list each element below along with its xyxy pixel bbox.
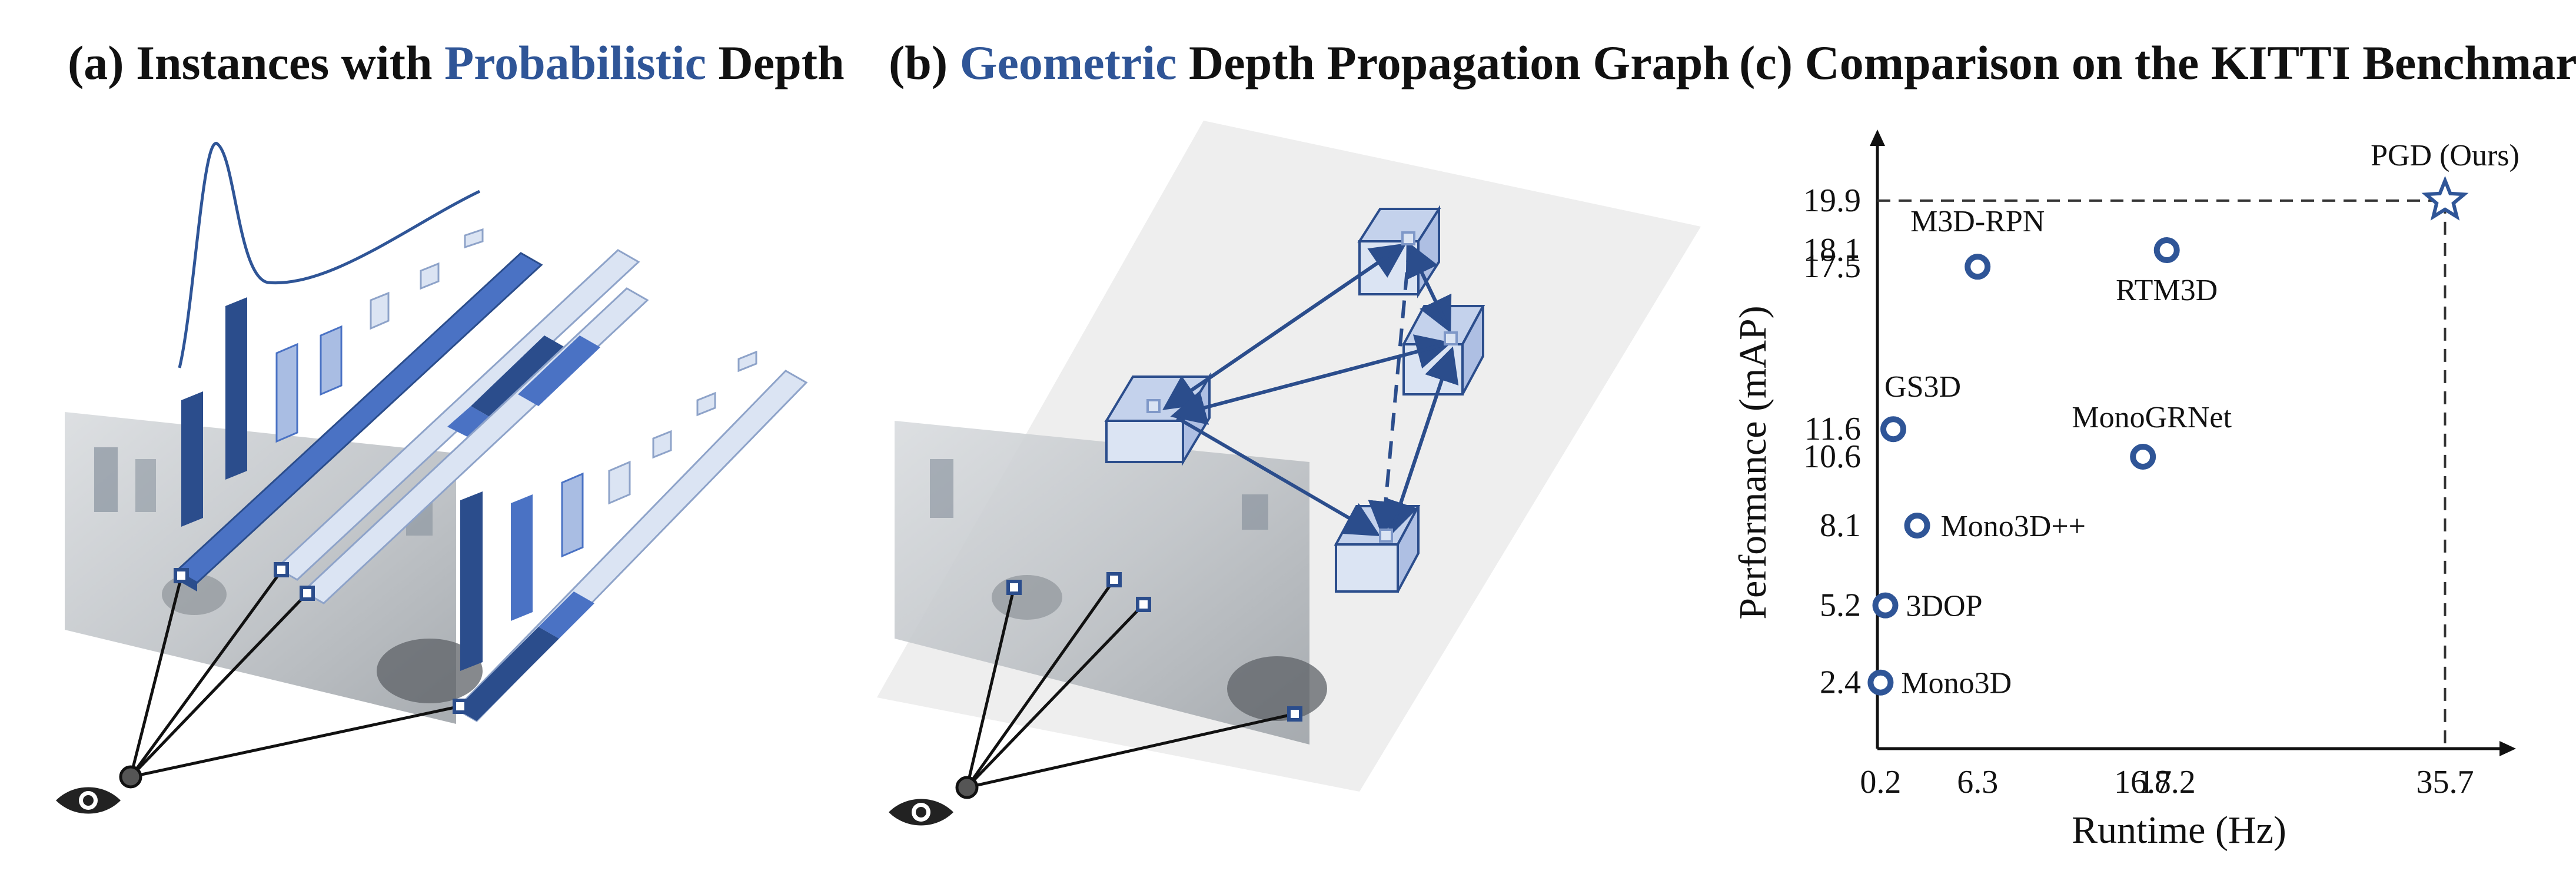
panel-b-diagram: [877, 121, 1701, 826]
camera-center-b: [955, 776, 979, 799]
data-point: [2153, 237, 2180, 264]
panel-b-title: (b) Geometric Depth Propagation Graph: [889, 35, 1730, 91]
panel-a-title-highlight: Probabilistic: [444, 36, 707, 89]
data-point: [1867, 669, 1894, 696]
building-window: [1242, 494, 1268, 530]
panel-a-title-suffix: Depth: [706, 36, 845, 89]
x-axis-label: Runtime (Hz): [2072, 809, 2286, 852]
y-axis-label: Performance (mAP): [1731, 305, 1774, 619]
car-shape-a: [377, 639, 483, 703]
panel-a-title-prefix: (a) Instances with: [68, 36, 445, 89]
keypoint-markers-b: [1006, 572, 1302, 722]
node-center-markers: [1146, 231, 1458, 543]
point-label: 3DOP: [1906, 590, 1983, 623]
depth-bin-row: [275, 249, 640, 581]
panel-b-title-prefix: (b): [889, 36, 960, 89]
keypoint-markers-a: [174, 562, 468, 714]
building-windows-a: [94, 447, 118, 512]
eye-icon: [56, 787, 121, 814]
graph-edges: [1162, 241, 1459, 537]
depth-bin-row: [454, 370, 808, 722]
probability-bars-instance-2: [460, 350, 757, 671]
depth-distribution-curve: [178, 142, 481, 368]
x-tick-label: 16.7: [2114, 764, 2172, 800]
point-label: GS3D: [1884, 370, 1961, 404]
x-tick-label: 0.2: [1860, 764, 1901, 800]
y-tick-label: 2.4: [1820, 664, 1861, 701]
camera-rays-a: [129, 570, 461, 779]
x-tick-label: 18.2: [2138, 764, 2196, 800]
y-tick-label: 19.9: [1803, 182, 1861, 219]
data-point: [1880, 416, 1907, 443]
data-point: [1965, 254, 1991, 280]
building-window: [930, 459, 953, 518]
x-axis-arrow: [2499, 741, 2516, 756]
panel-b-title-suffix: Depth Propagation Graph: [1176, 36, 1730, 89]
x-tick-label: 6.3: [1957, 764, 1998, 800]
panel-c-title-text: (c) Comparison on the KITTI Benchmark: [1739, 36, 2576, 89]
y-tick-label: 11.6: [1804, 411, 1861, 447]
point-label: MonoGRNet: [2072, 401, 2232, 434]
y-tick-label: 8.1: [1820, 507, 1861, 544]
depth-bin-row: [301, 287, 649, 604]
camera-center-a: [119, 765, 142, 789]
probability-bars-instance-1: [181, 228, 484, 527]
point-label: PGD (Ours): [2371, 139, 2520, 172]
panel-a-diagram: [56, 142, 808, 814]
panel-b-title-highlight: Geometric: [959, 36, 1177, 89]
eye-icon: [889, 799, 953, 826]
star-icon: [2421, 175, 2469, 221]
point-label: M3D-RPN: [1910, 205, 2045, 238]
car-shape-b: [1227, 656, 1327, 721]
street-image-b: [895, 421, 1309, 745]
y-axis-arrow: [1870, 129, 1885, 146]
data-point: [2130, 444, 2156, 470]
y-tick-label: 10.6: [1803, 438, 1861, 475]
building-window: [135, 459, 156, 512]
data-point: [1904, 512, 1930, 539]
point-label: Mono3D: [1901, 667, 2012, 700]
y-tick-label: 18.1: [1803, 232, 1861, 268]
point-label: RTM3D: [2116, 274, 2218, 307]
x-tick-label: 35.7: [2416, 764, 2474, 800]
panel-a-title: (a) Instances with Probabilistic Depth: [68, 35, 845, 91]
panel-c-title: (c) Comparison on the KITTI Benchmark: [1739, 35, 2576, 91]
data-point: [1872, 592, 1899, 619]
camera-rays-b: [965, 579, 1295, 789]
point-label: Mono3D++: [1941, 510, 2086, 543]
y-tick-label: 5.2: [1820, 587, 1861, 624]
y-tick-label: 17.5: [1803, 248, 1861, 285]
car-shape-b: [992, 575, 1062, 620]
